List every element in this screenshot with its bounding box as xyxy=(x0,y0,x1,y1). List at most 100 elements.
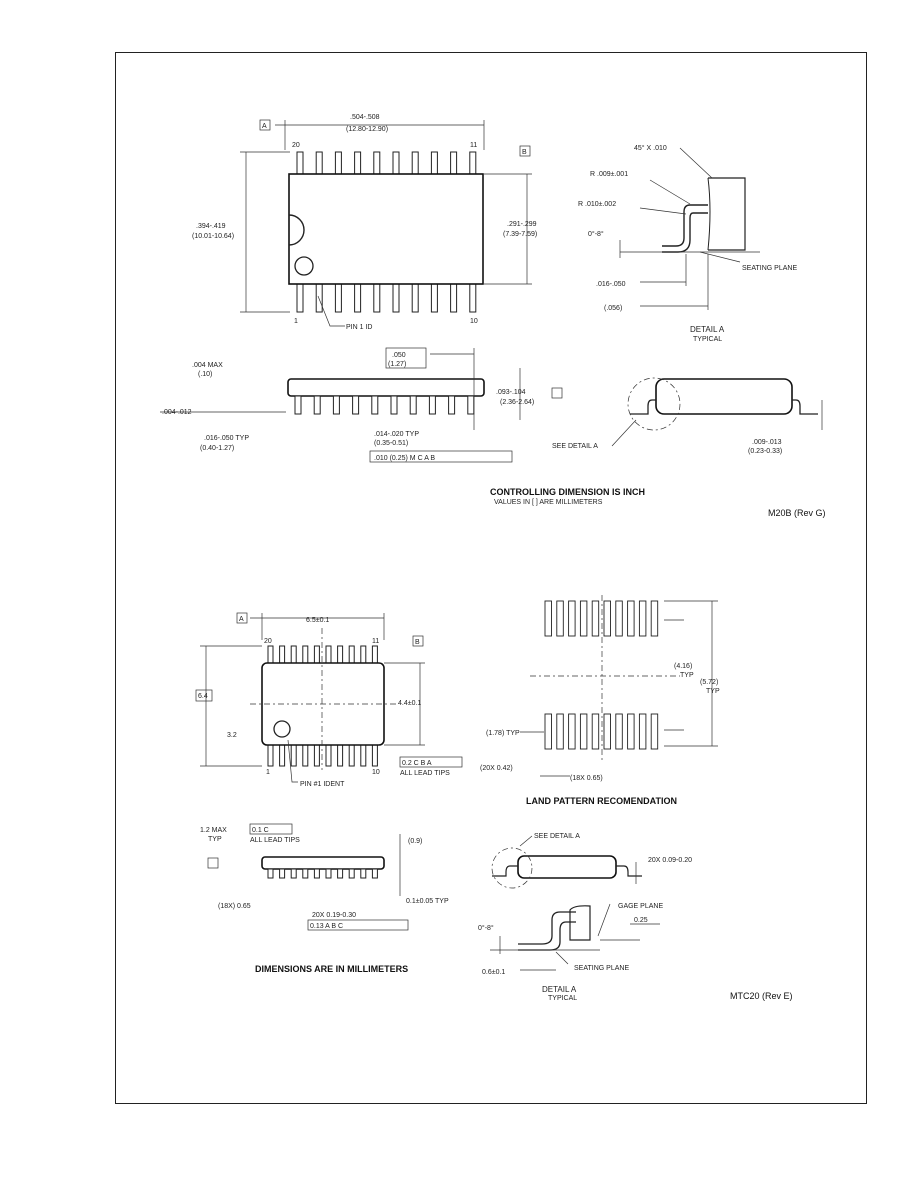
soic-controlling-sub: VALUES IN [ ] ARE MILLIMETERS xyxy=(494,499,603,506)
tssop-tol-all: ALL LEAD TIPS xyxy=(400,770,450,777)
tssop-pin xyxy=(348,744,355,767)
soic-pin xyxy=(334,283,342,313)
tssop-see-detail: SEE DETAIL A xyxy=(534,833,580,840)
soic-dim-width: .504-.508 xyxy=(350,114,380,121)
tssop-side-all: ALL LEAD TIPS xyxy=(250,837,300,844)
soic-pin xyxy=(469,151,477,175)
soic-pin1-dot xyxy=(294,256,314,276)
soic-side-dim4: .004-.012 xyxy=(162,409,192,416)
soic-side-dim5: .016-.050 TYP xyxy=(204,435,249,442)
land-pad xyxy=(556,713,564,750)
tssop-side-max-sub: TYP xyxy=(208,836,222,843)
tssop-units: DIMENSIONS ARE IN MILLIMETERS xyxy=(255,964,408,974)
soic-pin-20: 20 xyxy=(292,142,300,149)
soic-pin-11: 11 xyxy=(470,142,477,149)
land-dim4: (20X 0.42) xyxy=(480,765,513,772)
soic-pin xyxy=(411,151,419,175)
tssop-pin xyxy=(279,645,286,664)
soic-side-pin xyxy=(313,395,321,415)
land-pad xyxy=(627,713,635,750)
land-pad xyxy=(638,713,647,750)
tssop-side-pin xyxy=(290,868,297,879)
soic-body xyxy=(288,173,484,285)
land-dim5: (18X 0.65) xyxy=(570,775,603,782)
tssop-pin xyxy=(337,645,344,664)
soic-controlling: CONTROLLING DIMENSION IS INCH xyxy=(490,487,645,497)
tssop-detail-sub: TYPICAL xyxy=(548,995,577,1002)
tssop-pin-11: 11 xyxy=(372,638,379,645)
tssop-pin-1: 1 xyxy=(266,769,270,776)
land-dim1: (4.16) xyxy=(674,663,692,670)
tssop-pin xyxy=(302,744,309,767)
land-pad xyxy=(615,600,623,637)
tssop-pin1-label: PIN #1 IDENT xyxy=(300,781,345,788)
land-pad xyxy=(603,713,611,750)
soic-tol-box: .010 (0.25) M C A B xyxy=(374,455,435,462)
tssop-side-pin xyxy=(360,868,367,879)
soic-dim-height: .394-.419 xyxy=(196,223,226,230)
tssop-pin xyxy=(325,645,332,664)
tssop-side-dim1: (0.9) xyxy=(408,838,422,845)
tssop-pin-10: 10 xyxy=(372,769,380,776)
soic-pin xyxy=(430,283,438,313)
soic-pin xyxy=(354,151,362,175)
tssop-side-leads: 20X 0.19-0.30 xyxy=(312,912,356,919)
tssop-pin xyxy=(337,744,344,767)
soic-side-dim6: .014-.020 TYP xyxy=(374,431,419,438)
soic-pin xyxy=(296,283,304,313)
soic-pin xyxy=(469,283,477,313)
land-dim2-sub: TYP xyxy=(706,688,720,695)
soic-pin xyxy=(430,151,438,175)
soic-pin xyxy=(373,283,381,313)
tssop-pin xyxy=(360,744,367,767)
tssop-pin xyxy=(279,744,286,767)
tssop-pin-20: 20 xyxy=(264,638,272,645)
soic-pin1-label: PIN 1 ID xyxy=(346,324,372,331)
tssop-side-pin xyxy=(302,868,309,879)
land-title: LAND PATTERN RECOMENDATION xyxy=(526,796,677,806)
soic-pin xyxy=(392,151,400,175)
soic-side-pin xyxy=(294,395,302,415)
soic-see-detail: SEE DETAIL A xyxy=(552,443,598,450)
tssop-detail-dim: 0.6±0.1 xyxy=(482,969,505,976)
soic-end-view: SEE DETAIL A .009-.013 (0.23-0.33) xyxy=(552,377,823,455)
tssop-side-pitch: (18X) 0.65 xyxy=(218,903,251,910)
land-dim3: (1.78) TYP xyxy=(486,730,520,737)
tssop-detail-gage-dim: 0.25 xyxy=(634,917,648,924)
tssop-pin xyxy=(360,645,367,664)
land-pad xyxy=(579,600,588,637)
soic-detail-title: DETAIL A xyxy=(690,325,725,334)
tssop-side-pin xyxy=(337,868,344,879)
tssop-side-tol: 0.1 C xyxy=(252,827,269,834)
soic-datum-b: B xyxy=(522,149,527,156)
soic-notch xyxy=(288,214,305,246)
soic-side-dim6-mm: (0.35-0.51) xyxy=(374,440,408,447)
soic-side-dim2-mm: (1.27) xyxy=(388,361,406,368)
tssop-top-view: A 6.5±0.1 20 11 1 10 6.4 3.2 B 4.4±0.1 0… xyxy=(195,612,463,788)
soic-pin xyxy=(315,151,323,175)
tssop-detail-lead: 20X 0.09-0.20 xyxy=(648,857,692,864)
tssop-pin xyxy=(290,645,297,664)
tssop-tol-box: 0.2 C B A xyxy=(402,760,432,767)
soic-detail-plane: SEATING PLANE xyxy=(742,265,797,272)
tssop-detail-angle: 0°-8° xyxy=(478,924,494,932)
soic-detail-chamfer: 45° X .010 xyxy=(634,144,667,152)
tssop-side-pin xyxy=(313,868,320,879)
soic-side-view: .004-.012 .004 MAX (.10) .050 (1.27) .09… xyxy=(160,347,563,463)
land-pad xyxy=(544,713,552,750)
soic-pin xyxy=(450,151,458,175)
land-pad xyxy=(544,600,552,637)
tssop-side-lead-tol: 0.13 A B C xyxy=(310,923,343,930)
soic-right-dim: .009-.013 xyxy=(752,439,782,446)
tssop-dim-body: 4.4±0.1 xyxy=(398,700,421,707)
soic-pin xyxy=(450,283,458,313)
land-pad xyxy=(627,600,635,637)
soic-side-pin xyxy=(409,395,417,415)
land-pad xyxy=(591,600,600,637)
soic-side-pin xyxy=(390,395,398,415)
soic-detail-sub: TYPICAL xyxy=(693,336,722,343)
land-dim2: (5.72) xyxy=(700,679,718,686)
tssop-pin xyxy=(371,744,378,767)
tssop-dim-width: 6.5±0.1 xyxy=(306,617,329,624)
